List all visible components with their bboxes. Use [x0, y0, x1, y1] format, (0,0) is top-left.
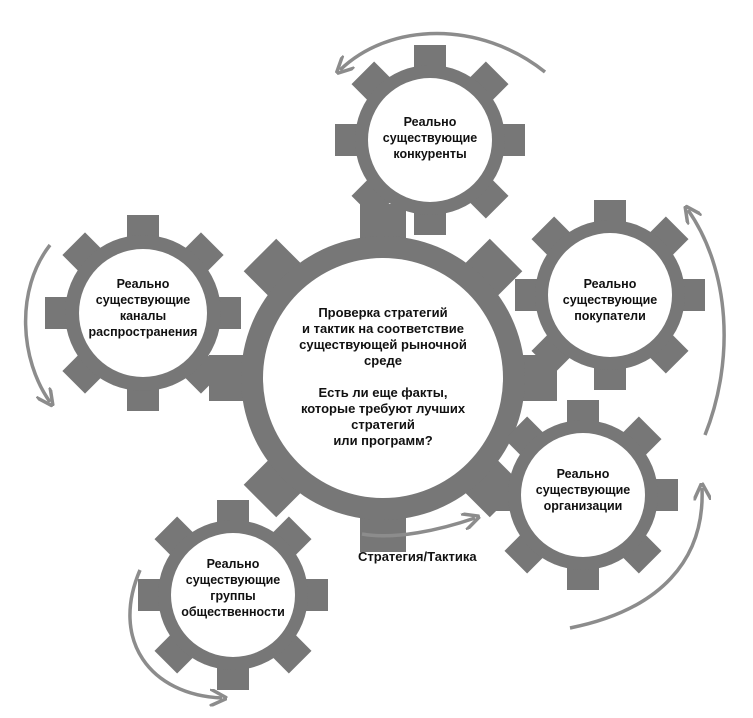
competitors-rotation-arrow: [340, 31, 547, 73]
gear-face: [521, 433, 645, 557]
gear-tooth: [219, 297, 241, 329]
gear-tooth: [504, 535, 543, 574]
gear-text-line: Проверка стратегий: [318, 305, 447, 320]
gear-tooth: [623, 535, 662, 574]
gear-tooth: [154, 516, 193, 555]
buyers-rotation-arrow: [688, 210, 726, 436]
gear-tooth: [414, 45, 446, 67]
competitors-gear-text: Реально существующие конкуренты: [383, 115, 478, 161]
gear-tooth: [470, 180, 509, 219]
channels-gear: [45, 215, 241, 411]
gear-text-line: существующие: [383, 131, 478, 145]
gear-face: [79, 249, 207, 377]
gear-face: [263, 258, 503, 498]
gear-tooth: [306, 579, 328, 611]
gear-text-line: среде: [364, 353, 402, 368]
gear-tooth: [650, 216, 689, 255]
gear-text-line: каналы: [120, 309, 166, 323]
gear-tooth: [351, 61, 390, 100]
gear-tooth: [62, 232, 101, 271]
gear-tooth: [217, 668, 249, 690]
public-groups-gear: [138, 500, 328, 690]
competitors-gear: [335, 45, 525, 235]
gear-text-line: общественности: [181, 605, 285, 619]
gear-text-line: существующие: [96, 293, 191, 307]
channels-gear-text: Реально существующие каналы распространения: [89, 277, 198, 339]
gear-tooth: [594, 368, 626, 390]
gear-tooth: [185, 355, 224, 394]
gear-text-line: или программ?: [333, 433, 432, 448]
gear-face: [548, 233, 672, 357]
gear-tooth: [504, 416, 543, 455]
gear-face: [368, 78, 492, 202]
gear-tooth: [138, 579, 160, 611]
gear-tooth: [127, 389, 159, 411]
gear-tooth: [623, 416, 662, 455]
gear-tooth: [531, 335, 570, 374]
strategy-tactic-label: Стратегия/Тактика: [358, 549, 477, 564]
gear-tooth: [185, 232, 224, 271]
gear-tooth: [503, 124, 525, 156]
gear-tooth: [335, 124, 357, 156]
gear-tooth: [465, 238, 523, 296]
gear-text-line: Реально: [584, 277, 637, 291]
gear-tooth: [470, 61, 509, 100]
gear-tooth: [273, 635, 312, 674]
gear-tooth: [594, 200, 626, 222]
gear-text-line: и тактик на соответствие: [302, 321, 464, 336]
gear-text-line: группы: [210, 589, 255, 603]
gear-tooth: [45, 297, 67, 329]
gear-text-line: Реально: [117, 277, 170, 291]
gear-text-line: существующие: [536, 483, 631, 497]
gear-text-line: конкуренты: [393, 147, 466, 161]
gear-tooth: [650, 335, 689, 374]
gear-text-line: организации: [544, 499, 623, 513]
organizations-gear-text: Реально существующие организации: [536, 467, 631, 513]
gear-tooth: [243, 460, 301, 518]
gear-tooth: [488, 479, 510, 511]
buyers-gear: [515, 200, 705, 390]
public-groups-gear-text: Реально существующие группы общественности: [181, 557, 285, 619]
gear-tooth: [515, 279, 537, 311]
public-groups-rotation-arrow: [128, 569, 222, 698]
gear-text-line: распространения: [89, 325, 198, 339]
gear-text-line: стратегий: [351, 417, 415, 432]
organizations-gear: [488, 400, 678, 590]
gear-tooth: [531, 216, 570, 255]
gear-text-line: существующие: [563, 293, 658, 307]
gear-tooth: [217, 500, 249, 522]
gear-tooth: [127, 215, 159, 237]
gear-text-line: Реально: [207, 557, 260, 571]
gear-text-line: Есть ли еще факты,: [319, 385, 448, 400]
gear-tooth: [154, 635, 193, 674]
gear-tooth: [243, 238, 301, 296]
gear-tooth: [273, 516, 312, 555]
channels-rotation-arrow: [23, 243, 50, 402]
gear-text-line: существующие: [186, 573, 281, 587]
gear-tooth: [414, 213, 446, 235]
strategy-arrow: [361, 518, 475, 538]
gear-face: [171, 533, 295, 657]
organizations-rotation-arrow: [569, 488, 702, 630]
gear-text-line: которые требуют лучших: [301, 401, 466, 416]
gear-text-line: Реально: [404, 115, 457, 129]
buyers-gear-text: Реально существующие покупатели: [563, 277, 658, 323]
gear-tooth: [351, 180, 390, 219]
gear-text-line: существующей рыночной: [299, 337, 467, 352]
gear-tooth: [683, 279, 705, 311]
gear-tooth: [656, 479, 678, 511]
gear-tooth: [62, 355, 101, 394]
gear-text-line: покупатели: [574, 309, 646, 323]
gear-tooth: [567, 568, 599, 590]
gear-tooth: [567, 400, 599, 422]
gear-text-line: Реально: [557, 467, 610, 481]
